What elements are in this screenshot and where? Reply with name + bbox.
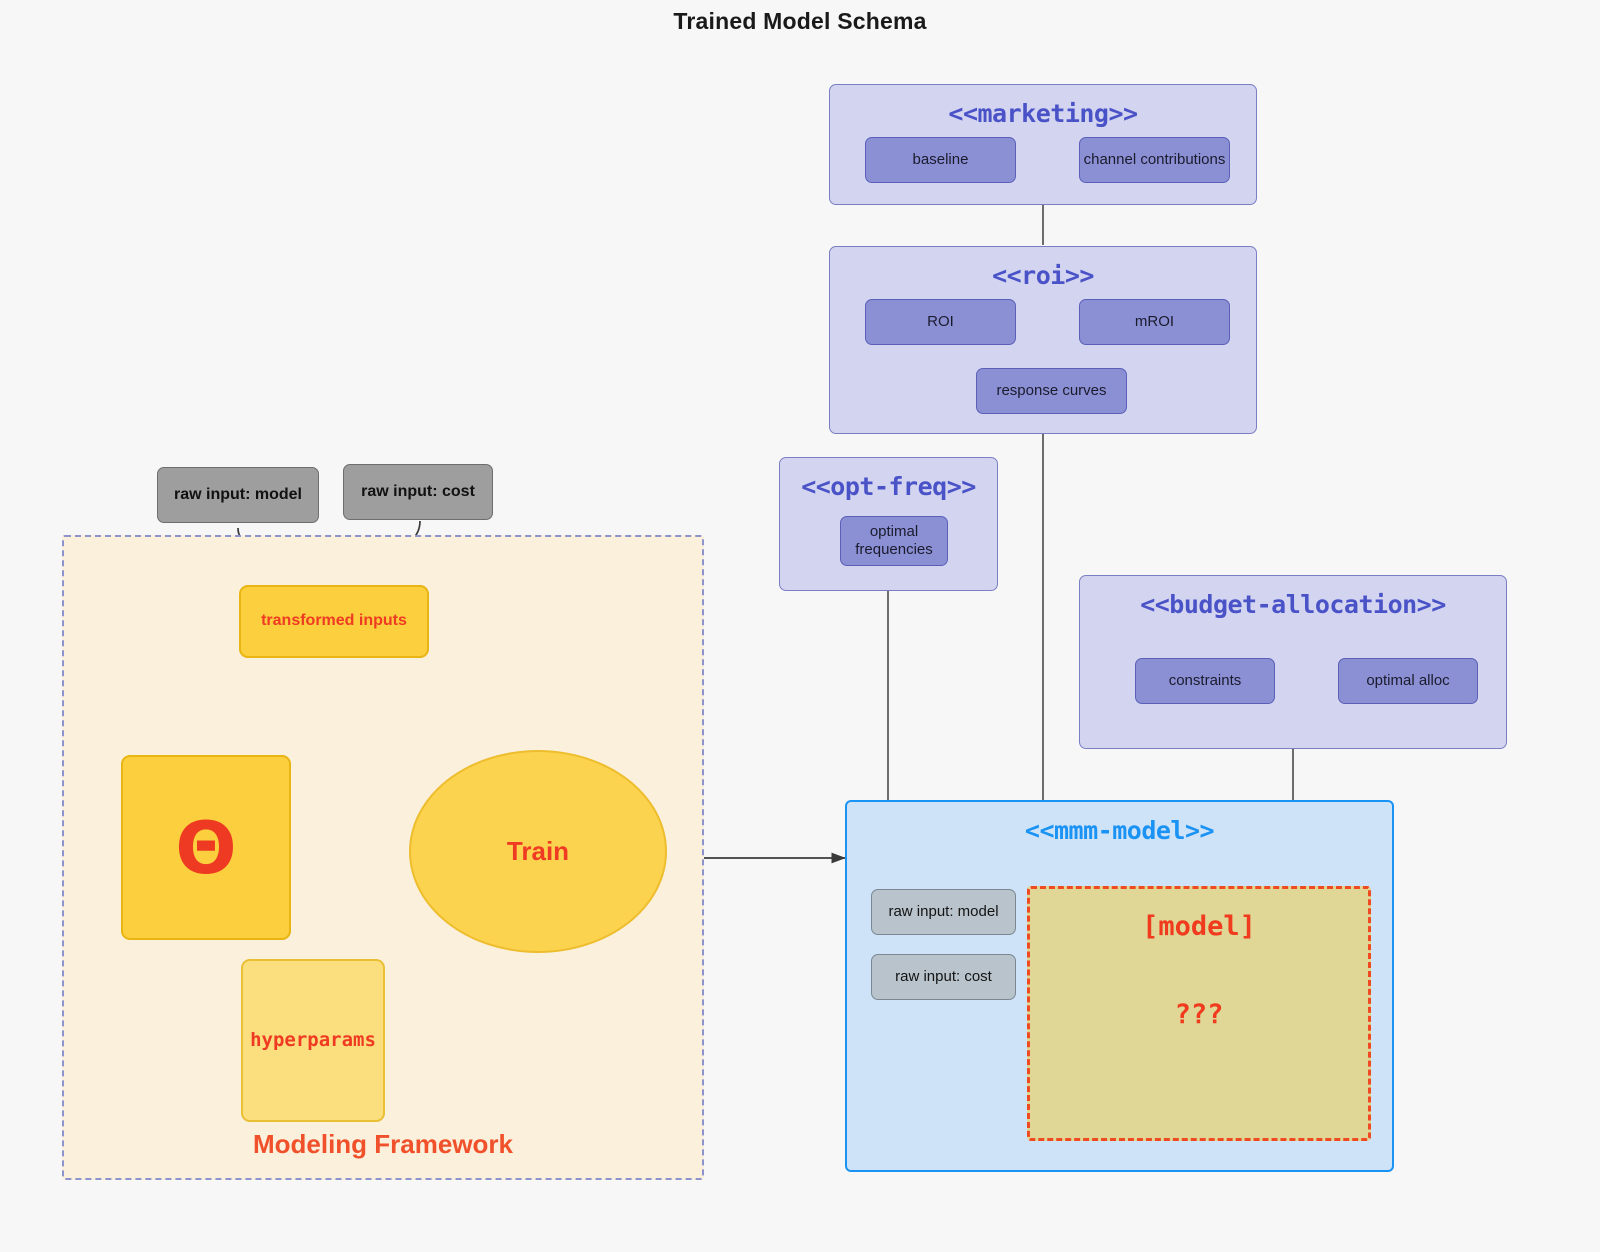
node-roi[interactable]: ROI <box>857 291 1016 345</box>
package-marketing-title: <<marketing>> <box>948 99 1138 128</box>
package-mmm-model-title: <<mmm-model>> <box>1024 816 1215 845</box>
package-marketing[interactable]: <<marketing>> baseline channel contribut… <box>829 84 1257 205</box>
node-baseline[interactable]: baseline <box>857 129 1016 183</box>
package-opt-freq[interactable]: <<opt-freq>> optimal frequencies <box>779 457 998 591</box>
package-roi[interactable]: <<roi>> ROI mROI response curves <box>829 246 1257 434</box>
theta-symbol: Θ <box>175 805 237 890</box>
node-optimal-frequencies-label-line2: frequencies <box>855 541 933 558</box>
node-hyperparams-label: hyperparams <box>250 1029 376 1052</box>
node-response-curves[interactable]: response curves <box>968 360 1127 414</box>
node-mroi[interactable]: mROI <box>1071 291 1230 345</box>
package-budget-allocation[interactable]: <<budget-allocation>> constraints optima… <box>1079 575 1507 749</box>
mmm-raw-input-model[interactable]: raw input: model <box>863 881 1016 935</box>
package-mmm-model[interactable]: <<mmm-model>> raw input: model raw input… <box>845 800 1394 1172</box>
node-theta[interactable]: Θ <box>113 747 291 940</box>
node-mroi-label: mROI <box>1134 313 1175 331</box>
node-channel-contributions[interactable]: channel contributions <box>1071 129 1230 183</box>
mmm-raw-input-model-label: raw input: model <box>888 903 999 921</box>
node-channel-contributions-label: channel contributions <box>1083 151 1226 169</box>
package-budget-allocation-title: <<budget-allocation>> <box>1140 590 1446 619</box>
node-optimal-frequencies[interactable]: optimal frequencies <box>832 508 948 566</box>
node-train-label: Train <box>506 836 570 866</box>
package-roi-title: <<roi>> <box>992 261 1094 290</box>
node-optimal-frequencies-label-line1: optimal <box>869 523 919 541</box>
node-optimal-alloc[interactable]: optimal alloc <box>1330 650 1478 704</box>
modeling-framework-label: Modeling Framework <box>252 1129 514 1159</box>
node-constraints[interactable]: constraints <box>1127 650 1275 704</box>
raw-input-model-label: raw input: model <box>174 485 302 503</box>
node-roi-label: ROI <box>927 313 954 331</box>
node-optimal-alloc-label: optimal alloc <box>1366 672 1450 690</box>
node-transformed-inputs[interactable]: transformed inputs <box>231 577 429 658</box>
node-response-curves-label: response curves <box>996 382 1107 400</box>
raw-input-cost[interactable]: raw input: cost <box>335 456 493 520</box>
node-hyperparams[interactable]: hyperparams <box>233 951 385 1122</box>
node-train[interactable]: Train <box>409 750 667 953</box>
mmm-raw-input-cost[interactable]: raw input: cost <box>863 946 1016 1000</box>
raw-input-cost-label: raw input: cost <box>361 482 475 500</box>
raw-input-model[interactable]: raw input: model <box>149 459 319 523</box>
node-baseline-label: baseline <box>912 151 969 169</box>
mmm-raw-input-cost-label: raw input: cost <box>895 968 992 986</box>
model-placeholder-title: [model] <box>1142 911 1256 942</box>
node-constraints-label: constraints <box>1168 672 1242 690</box>
model-placeholder-box[interactable]: [model] ??? <box>1027 886 1371 1141</box>
node-transformed-inputs-label: transformed inputs <box>261 612 407 630</box>
model-placeholder-body: ??? <box>1174 999 1224 1030</box>
package-opt-freq-title: <<opt-freq>> <box>801 472 976 501</box>
modeling-framework-panel[interactable]: Modeling Framework transformed inputs Θ … <box>62 535 704 1180</box>
page-title: Trained Model Schema <box>673 8 927 34</box>
